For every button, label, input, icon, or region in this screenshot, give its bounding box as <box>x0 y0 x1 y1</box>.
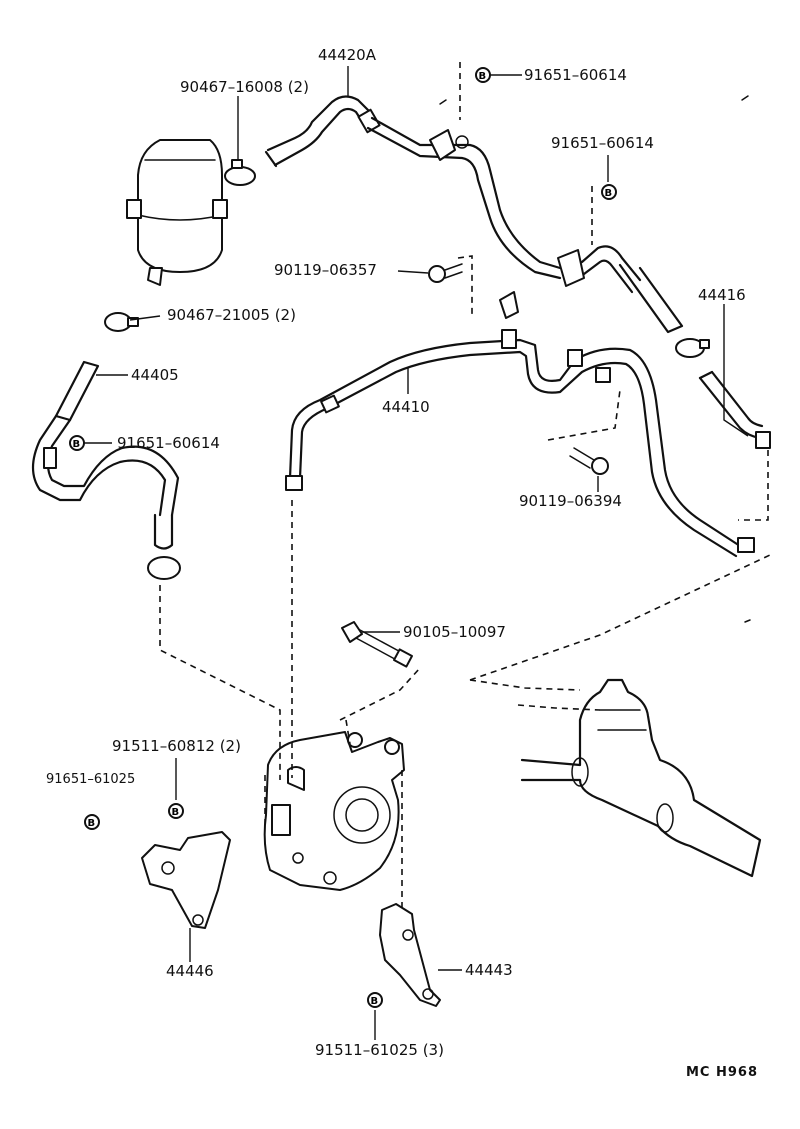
hose-clamp-icon[interactable] <box>104 312 139 332</box>
steering-gear-icon[interactable] <box>520 678 762 878</box>
circled-b-icon[interactable]: B <box>475 67 491 83</box>
bolt-icon[interactable] <box>569 447 609 475</box>
diagram-code: MC H968 <box>686 1065 759 1080</box>
dashed-reference-lines <box>159 62 771 908</box>
decorative-tick <box>744 619 751 623</box>
label-44410: 44410 <box>382 398 430 416</box>
label-91651-60614-left: 91651–60614 <box>117 434 220 452</box>
hose-clamp-icon[interactable] <box>675 338 710 358</box>
label-91651-61025: 91651–61025 <box>46 772 136 787</box>
label-44416: 44416 <box>698 286 746 304</box>
pressure-tube-44410-icon[interactable] <box>285 291 755 558</box>
bolt-marker-glyph: B <box>371 996 379 1007</box>
bolt-icon[interactable] <box>341 621 413 668</box>
label-44446: 44446 <box>166 962 214 980</box>
decorative-tick <box>741 95 749 101</box>
hose-44416-icon[interactable] <box>698 370 771 449</box>
return-tube-icon[interactable] <box>366 116 684 334</box>
circled-b-icon[interactable]: B <box>69 435 85 451</box>
bolt-icon[interactable] <box>428 263 463 283</box>
circled-b-icon[interactable]: B <box>168 803 184 819</box>
label-91511-60812: 91511–60812 (2) <box>112 737 241 755</box>
circled-b-icon[interactable]: B <box>601 184 617 200</box>
hose-clamp-icon[interactable] <box>224 159 256 186</box>
label-90105-10097: 90105–10097 <box>403 623 506 641</box>
label-90119-06394: 90119–06394 <box>519 492 622 510</box>
label-90467-16008: 90467–16008 (2) <box>180 78 309 96</box>
decorative-tick <box>439 99 447 105</box>
label-44443: 44443 <box>465 961 513 979</box>
leader-lines <box>84 66 749 1040</box>
bracket-44446-icon[interactable] <box>141 831 231 929</box>
bolt-marker-glyph: B <box>605 188 613 199</box>
label-44420a: 44420A <box>318 46 376 64</box>
bolt-marker-glyph: B <box>172 807 180 818</box>
bolt-marker-glyph: B <box>479 71 487 82</box>
reservoir-tank-icon[interactable] <box>126 139 228 286</box>
label-44405: 44405 <box>131 366 179 384</box>
bolt-marker-glyph: B <box>88 818 96 829</box>
circled-b-icon[interactable]: B <box>84 814 100 830</box>
label-91651-60614-top: 91651–60614 <box>524 66 627 84</box>
power-steering-pump-icon[interactable] <box>263 731 405 891</box>
label-91651-60614-right: 91651–60614 <box>551 134 654 152</box>
hose-44420a-icon[interactable] <box>264 95 381 168</box>
circled-b-icon[interactable]: B <box>367 992 383 1008</box>
label-90119-06357: 90119–06357 <box>274 261 377 279</box>
bracket-44443-icon[interactable] <box>379 903 441 1007</box>
label-91511-61025: 91511–61025 (3) <box>315 1041 444 1059</box>
label-90467-21005: 90467–21005 (2) <box>167 306 296 324</box>
bolt-marker-glyph: B <box>73 439 81 450</box>
hose-clamp-icon[interactable] <box>147 556 181 580</box>
hose-44405-icon[interactable] <box>31 360 180 550</box>
